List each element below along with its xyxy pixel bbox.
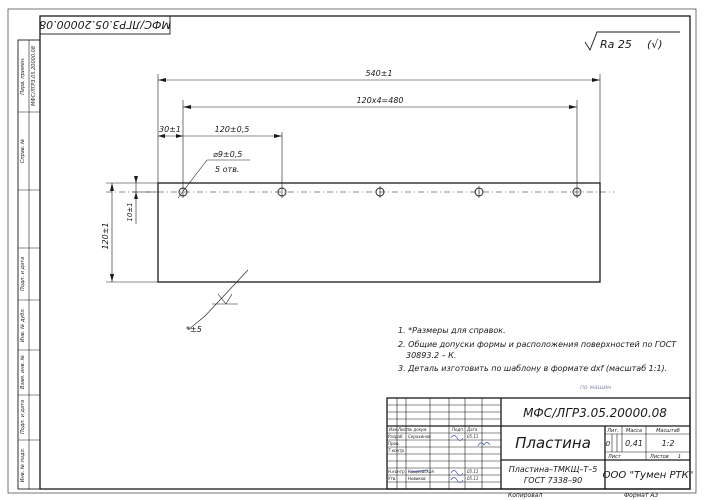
side-label-3: Подп. и дата [20, 257, 26, 291]
notes: 1. *Размеры для справок. 2. Общие допуск… [398, 326, 677, 391]
tb-sheet-label: Лист [607, 454, 622, 460]
arrow-icon [110, 183, 114, 191]
arrow-icon [158, 78, 166, 82]
tb-lit-value: 0 [606, 440, 611, 448]
sheet-outer-border [7, 8, 697, 494]
tb-sheets-value: 1 [678, 454, 681, 460]
note-2: 2. Общие допуски формы и расположения по… [398, 340, 677, 349]
dim-height: 120±1 [101, 183, 114, 282]
tb-material-1: Пластина–ТМКЩ–Т–5 [509, 465, 598, 474]
thickness-arrow-icon [217, 293, 233, 305]
thickness-shelf [187, 315, 206, 331]
tb-scale-label: Масштаб [656, 428, 680, 434]
dim-pattern-text: 120х4=480 [356, 96, 403, 105]
tb-header-sign: Подп. [452, 427, 464, 432]
copied-caption: Копировал [508, 492, 542, 499]
tb-role-0: Разраб. [388, 434, 404, 439]
top-stamp-box [39, 15, 171, 35]
arrow-icon [274, 134, 282, 138]
roughness-text: Ra 25 [600, 38, 632, 51]
tb-role-5: Утв. [388, 476, 396, 481]
dim-pattern: 120х4=480 [183, 96, 577, 109]
roughness-bracket-icon: (√) [647, 38, 663, 51]
tb-lit-label: Лит. [606, 428, 619, 434]
thickness-mark: *±5 [186, 269, 249, 334]
tb-date-4: 05.11 [467, 469, 478, 474]
hole-diameter-text: ⌀9±0,5 [213, 150, 242, 159]
note-1: 1. *Размеры для справок. [398, 326, 506, 335]
side-label-0: Перв. примен. [20, 57, 26, 95]
tb-signer-0: Серахинов [408, 434, 431, 439]
side-label-1: МФС/ЛГР3.05.20000.08 [31, 46, 37, 106]
arrow-icon [134, 192, 138, 199]
dim-pitch: 120±0,5 [183, 125, 282, 138]
side-label-6: Подп. и дата [20, 400, 26, 434]
dim-edge-text: 30±1 [159, 125, 181, 134]
side-label-2: Справ. № [20, 139, 26, 163]
signature-icon [450, 470, 464, 476]
arrow-icon [158, 134, 165, 138]
tb-mass-label: Масса [626, 428, 642, 434]
arrow-icon [134, 176, 138, 183]
hole-callout: ⌀9±0,5 5 отв. [177, 150, 250, 199]
signature-icon [450, 435, 464, 441]
tb-role-4: Н.контр. [388, 469, 406, 474]
hole-count-text: 5 отв. [215, 165, 239, 174]
dim-pitch-text: 120±0,5 [215, 125, 250, 134]
side-label-7: Инв. № подл. [20, 448, 26, 483]
tb-company: ООО "Тумен РТК" [603, 470, 694, 481]
thickness-text: *±5 [186, 325, 202, 334]
arrow-icon [592, 78, 600, 82]
thickness-leader [204, 269, 249, 317]
faint-mark: по машин [580, 384, 611, 391]
dim-offset-text: 10±1 [126, 202, 134, 221]
tb-designation: МФС/ЛГР3.05.20000.08 [523, 406, 667, 420]
dim-height-text: 120±1 [101, 222, 110, 249]
tb-mass-value: 0,41 [625, 439, 643, 448]
extension-lines [106, 74, 601, 283]
signature-icon [450, 477, 464, 483]
note-3: 3. Деталь изготовить по шаблону в формат… [398, 364, 667, 373]
side-label-4: Инв. № дубл. [20, 308, 26, 342]
stamp-icon [477, 442, 491, 447]
format-caption: Формат А3 [624, 492, 658, 499]
tb-header-doc: № докум. [407, 427, 428, 432]
tb-date-5: 05.11 [467, 476, 478, 481]
dim-overall-text: 540±1 [365, 69, 392, 78]
part-outline [157, 182, 601, 283]
leader-line [177, 159, 208, 199]
tb-role-2: Т.контр. [388, 448, 405, 453]
signature-icon [409, 469, 429, 473]
tb-signer-4: Кощеевская [408, 469, 434, 474]
top-stamp: МФС/ЛГР3.05.20000.08 [39, 15, 171, 35]
side-label-5: Взам. инв. № [20, 355, 26, 389]
dim-edge: 30±1 [158, 125, 183, 138]
tb-part-name: Пластина [515, 434, 591, 452]
dim-overall: 540±1 [158, 69, 600, 82]
title-block: Изм. Лист № докум. Подп. Дата Разраб. Пр… [386, 397, 694, 490]
arrow-icon [569, 105, 577, 109]
arrow-icon [110, 274, 114, 282]
arrow-icon [176, 134, 183, 138]
tb-header-date: Дата [466, 427, 478, 432]
title-block-frame [386, 397, 691, 490]
holes [178, 186, 582, 198]
dim-vertical-offset: 10±1 [126, 176, 138, 224]
roughness-symbol: Ra 25 (√) [584, 31, 680, 51]
tb-sheets-label: Листов [649, 454, 669, 460]
note-2-cont: 30893.2 – К. [406, 351, 456, 360]
tb-scale-value: 1:2 [662, 439, 675, 448]
tb-header-list: Лист [397, 427, 409, 432]
top-stamp-text: МФС/ЛГР3.05.20000.08 [39, 18, 171, 31]
tb-date-0: 05.11 [467, 434, 478, 439]
side-strip: Перв. примен. МФС/ЛГР3.05.20000.08 Справ… [17, 39, 41, 490]
roughness-check-icon [584, 31, 680, 51]
tb-material-2: ГОСТ 7338–90 [524, 476, 582, 485]
tb-header-izm: Изм. [389, 427, 398, 432]
tb-role-1: Пров. [388, 441, 400, 446]
tb-signer-5: Новиков [408, 476, 426, 481]
arrow-icon [183, 105, 191, 109]
